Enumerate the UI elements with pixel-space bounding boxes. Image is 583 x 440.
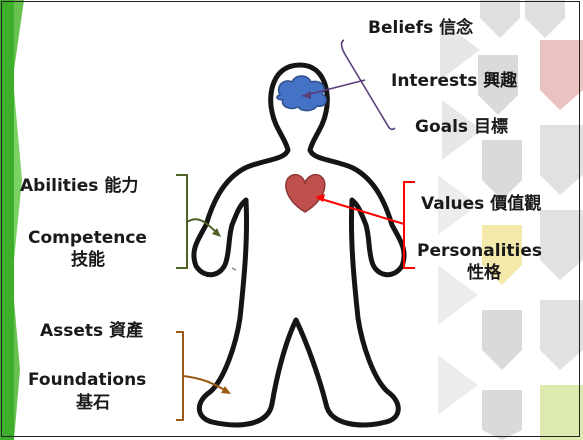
label-competence: Competence xyxy=(28,228,147,248)
label-foundations-zh: 基石 xyxy=(76,393,110,413)
label-values: Values 價值觀 xyxy=(421,194,542,214)
label-personalities-zh: 性格 xyxy=(467,263,501,283)
label-competence-zh: 技能 xyxy=(71,250,105,270)
label-personalities: Personalities xyxy=(417,241,543,261)
label-beliefs: Beliefs 信念 xyxy=(368,18,474,38)
foot-bracket xyxy=(176,331,231,421)
heart-bracket xyxy=(315,181,415,269)
label-foundations: Foundations xyxy=(28,370,147,390)
head-bracket xyxy=(301,39,396,131)
label-goals: Goals 目標 xyxy=(415,117,508,137)
hand-bracket xyxy=(176,174,221,269)
label-interests: Interests 興趣 xyxy=(391,71,518,91)
label-abilities: Abilities 能力 xyxy=(20,176,139,196)
brain-icon xyxy=(276,75,328,112)
label-assets: Assets 資產 xyxy=(40,321,144,341)
heart-icon xyxy=(285,173,326,213)
body-outline xyxy=(191,62,407,428)
